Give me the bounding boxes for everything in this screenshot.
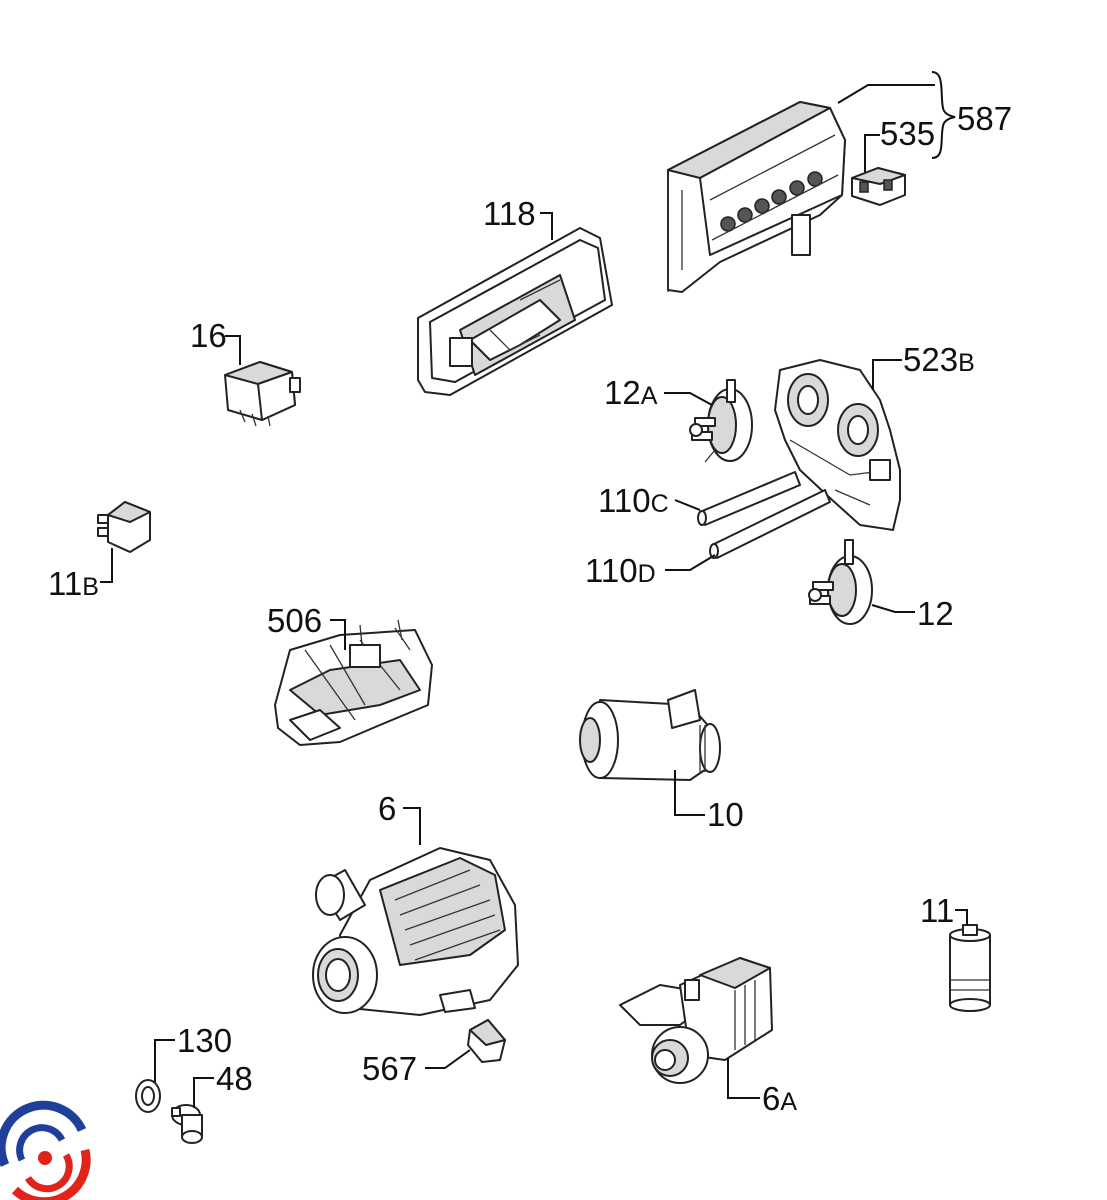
- leader-118: [540, 212, 553, 240]
- part-567-clip[interactable]: [467, 1019, 506, 1063]
- label-118: 118: [483, 195, 536, 232]
- part-118-display-board[interactable]: [417, 227, 613, 396]
- leader-110d: [665, 554, 716, 571]
- label-11: 11: [920, 892, 954, 929]
- leader-16: [225, 335, 241, 365]
- part-6a-drain-pump[interactable]: [619, 957, 773, 1084]
- leader-6a: [727, 1058, 760, 1099]
- leader-523b: [872, 359, 902, 390]
- leader-10: [674, 770, 705, 816]
- part-16-switch[interactable]: [224, 361, 301, 427]
- label-11b: 11B: [48, 565, 99, 602]
- leader-130: [154, 1039, 175, 1082]
- part-11-capacitor[interactable]: [949, 924, 991, 1012]
- label-6: 6: [378, 790, 396, 827]
- leader-535: [864, 134, 880, 172]
- part-110c-hose[interactable]: [697, 471, 801, 526]
- label-110d: 110D: [585, 552, 656, 589]
- label-6a: 6A: [762, 1080, 797, 1117]
- label-12a-main: 12: [604, 374, 641, 411]
- leader-110c: [674, 499, 701, 511]
- label-110d-sub: D: [638, 560, 656, 588]
- part-12-pressure-switch[interactable]: [808, 539, 873, 625]
- leader-48: [193, 1077, 214, 1108]
- part-506-dispenser[interactable]: [274, 619, 433, 746]
- leader-11b: [100, 548, 113, 583]
- leader-12: [871, 604, 915, 613]
- label-110d-main: 110: [585, 552, 638, 589]
- leader-506: [330, 619, 346, 650]
- label-6a-sub: A: [780, 1088, 797, 1116]
- leader-587: [837, 84, 935, 104]
- part-130-gasket[interactable]: [135, 1079, 161, 1113]
- label-110c-sub: C: [651, 490, 669, 518]
- label-11b-sub: B: [82, 573, 99, 601]
- label-12a-sub: A: [641, 382, 658, 410]
- part-523b-bracket[interactable]: [774, 359, 901, 531]
- part-11b-relay[interactable]: [97, 501, 151, 553]
- part-587-control-module[interactable]: [667, 101, 846, 293]
- label-6a-main: 6: [762, 1080, 780, 1117]
- label-12a: 12A: [604, 374, 658, 411]
- label-16: 16: [190, 317, 227, 354]
- leader-11: [955, 909, 968, 925]
- leader-6: [403, 807, 421, 845]
- label-110c: 110C: [598, 482, 669, 519]
- label-535: 535: [880, 115, 935, 152]
- brace-587: [931, 71, 956, 159]
- part-535-connector[interactable]: [851, 167, 906, 206]
- leader-12a: [664, 392, 713, 406]
- label-10: 10: [707, 796, 744, 833]
- label-130: 130: [177, 1022, 232, 1059]
- part-12a-pressure-switch[interactable]: [689, 379, 753, 463]
- part-110d-hose[interactable]: [709, 489, 831, 559]
- label-587: 587: [957, 100, 1012, 137]
- part-6-circulation-pump[interactable]: [312, 847, 519, 1016]
- label-110c-main: 110: [598, 482, 651, 519]
- label-12: 12: [917, 595, 954, 632]
- brand-logo-icon: [0, 1100, 91, 1200]
- label-523b: 523B: [903, 341, 975, 378]
- label-523b-main: 523: [903, 341, 958, 378]
- leader-567: [425, 1049, 471, 1069]
- label-48: 48: [216, 1060, 253, 1097]
- label-506: 506: [267, 602, 322, 639]
- label-567: 567: [362, 1050, 417, 1087]
- part-10-drain-pump[interactable]: [579, 689, 721, 781]
- label-11b-main: 11: [48, 565, 82, 602]
- label-523b-sub: B: [958, 349, 975, 377]
- part-48-plug[interactable]: [171, 1104, 203, 1144]
